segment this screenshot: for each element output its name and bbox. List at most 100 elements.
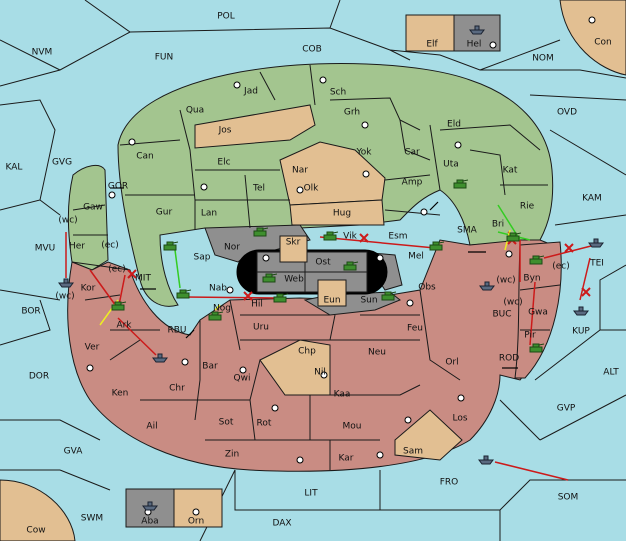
label-Neu: Neu: [368, 348, 386, 358]
army-unit-Ark[interactable]: [111, 301, 127, 311]
label-Tel: Tel: [252, 184, 265, 194]
label-Elc: Elc: [217, 158, 230, 168]
label-ALT: ALT: [603, 368, 619, 378]
army-unit-Vik[interactable]: [323, 231, 339, 241]
army-unit-Mel[interactable]: [429, 241, 445, 251]
label-TEI: TEI: [589, 259, 604, 269]
army-unit-Sap[interactable]: [163, 241, 179, 251]
label-Ver: Ver: [85, 343, 100, 353]
province-Sam[interactable]: [394, 409, 463, 461]
fleet-unit-Aba[interactable]: [142, 501, 158, 511]
label-Mel: Mel: [408, 252, 424, 262]
label-coast-ec1: (ec): [101, 241, 119, 251]
army-unit-Byn[interactable]: [529, 255, 545, 265]
label-SOM: SOM: [558, 493, 579, 503]
label-MVU: MVU: [35, 244, 56, 254]
label-Rot: Rot: [257, 419, 272, 429]
army-unit-Amp[interactable]: [453, 179, 469, 189]
label-Nil: Nil: [314, 368, 326, 378]
label-OVD: OVD: [557, 108, 577, 118]
army-unit-Web[interactable]: [262, 273, 278, 283]
label-Olk: Olk: [304, 184, 320, 194]
label-Kor: Kor: [81, 284, 96, 294]
label-Vik: Vik: [343, 232, 357, 242]
label-Orn: Orn: [188, 517, 204, 527]
label-Can: Can: [136, 152, 154, 162]
peninsula-east[interactable]: [514, 241, 562, 379]
label-RBU: RBU: [167, 326, 186, 336]
fleet-unit-Hel[interactable]: [469, 25, 485, 35]
label-coast-ec2: (ec): [108, 265, 126, 275]
label-Aba: Aba: [141, 517, 158, 527]
province-Eun-top: [317, 279, 347, 307]
label-Uta: Uta: [443, 160, 459, 170]
label-KAM: KAM: [582, 194, 602, 204]
label-Esm: Esm: [388, 232, 407, 242]
units-layer: [58, 25, 604, 511]
label-Sam: Sam: [403, 447, 423, 457]
label-Bar: Bar: [202, 362, 218, 372]
army-unit-Nab[interactable]: [176, 289, 192, 299]
province-Orn[interactable]: [173, 488, 223, 528]
label-BUC: BUC: [492, 310, 511, 320]
label-DAX: DAX: [272, 519, 291, 529]
supply-centers: [86, 16, 596, 516]
province-labels: POL NVM FUN COB NOM Con OVD KAL GVG KAM …: [6, 12, 620, 536]
label-Hil: Hil: [251, 300, 263, 310]
label-GVA: GVA: [64, 447, 84, 457]
label-BOR: BOR: [21, 307, 40, 317]
label-SMA: SMA: [457, 226, 477, 236]
fleet-unit-TEI[interactable]: [588, 238, 604, 248]
label-FUN: FUN: [155, 53, 174, 63]
province-Con[interactable]: [559, 0, 626, 76]
label-Rie: Rie: [520, 202, 535, 212]
province-Hug[interactable]: [289, 199, 385, 226]
fleet-unit-BUC[interactable]: [479, 281, 495, 291]
label-Ken: Ken: [112, 389, 129, 399]
label-Skr: Skr: [286, 238, 301, 248]
army-unit-Nor[interactable]: [253, 227, 269, 237]
label-Byn: Byn: [523, 274, 540, 284]
army-unit-Bri[interactable]: [506, 232, 522, 242]
label-POL: POL: [217, 12, 235, 22]
label-Kaa: Kaa: [334, 390, 351, 400]
label-KAL: KAL: [6, 163, 23, 173]
fleet-unit-Kor[interactable]: [58, 278, 74, 288]
label-Eld: Eld: [447, 120, 461, 130]
fleet-unit-KUP[interactable]: [573, 306, 589, 316]
label-Car: Car: [404, 148, 420, 158]
label-Ost: Ost: [315, 258, 331, 268]
label-Chr: Chr: [169, 384, 185, 394]
label-Grh: Grh: [344, 108, 360, 118]
label-Yok: Yok: [355, 148, 372, 158]
province-Jos[interactable]: [194, 104, 316, 149]
label-Zin: Zin: [225, 450, 239, 460]
label-GVP: GVP: [557, 404, 576, 414]
army-unit-Ost[interactable]: [343, 261, 359, 271]
label-Gur: Gur: [156, 208, 173, 218]
label-Mou: Mou: [343, 422, 362, 432]
label-KUP: KUP: [572, 327, 590, 337]
army-unit-Sun[interactable]: [381, 291, 397, 301]
label-Kat: Kat: [503, 166, 518, 176]
label-Nar: Nar: [292, 166, 308, 176]
label-Bri: Bri: [492, 220, 504, 230]
label-coast-wc4: (wc): [503, 298, 522, 308]
label-Web: Web: [284, 275, 304, 285]
fleet-unit-FRO[interactable]: [478, 455, 494, 465]
fleet-unit-Chr[interactable]: [152, 353, 168, 363]
label-Kar: Kar: [339, 454, 354, 464]
province-Nil[interactable]: [259, 339, 331, 396]
army-unit-Hil[interactable]: [273, 293, 289, 303]
army-unit-Pir[interactable]: [529, 343, 545, 353]
label-Ark: Ark: [116, 321, 132, 331]
label-Sun: Sun: [360, 296, 377, 306]
label-coast-wc3: (wc): [496, 276, 515, 286]
label-Feu: Feu: [407, 324, 423, 334]
label-Eun: Eun: [323, 296, 340, 306]
province-Elf[interactable]: [405, 14, 455, 52]
label-NVM: NVM: [32, 48, 53, 58]
army-unit-Nog[interactable]: [208, 311, 224, 321]
